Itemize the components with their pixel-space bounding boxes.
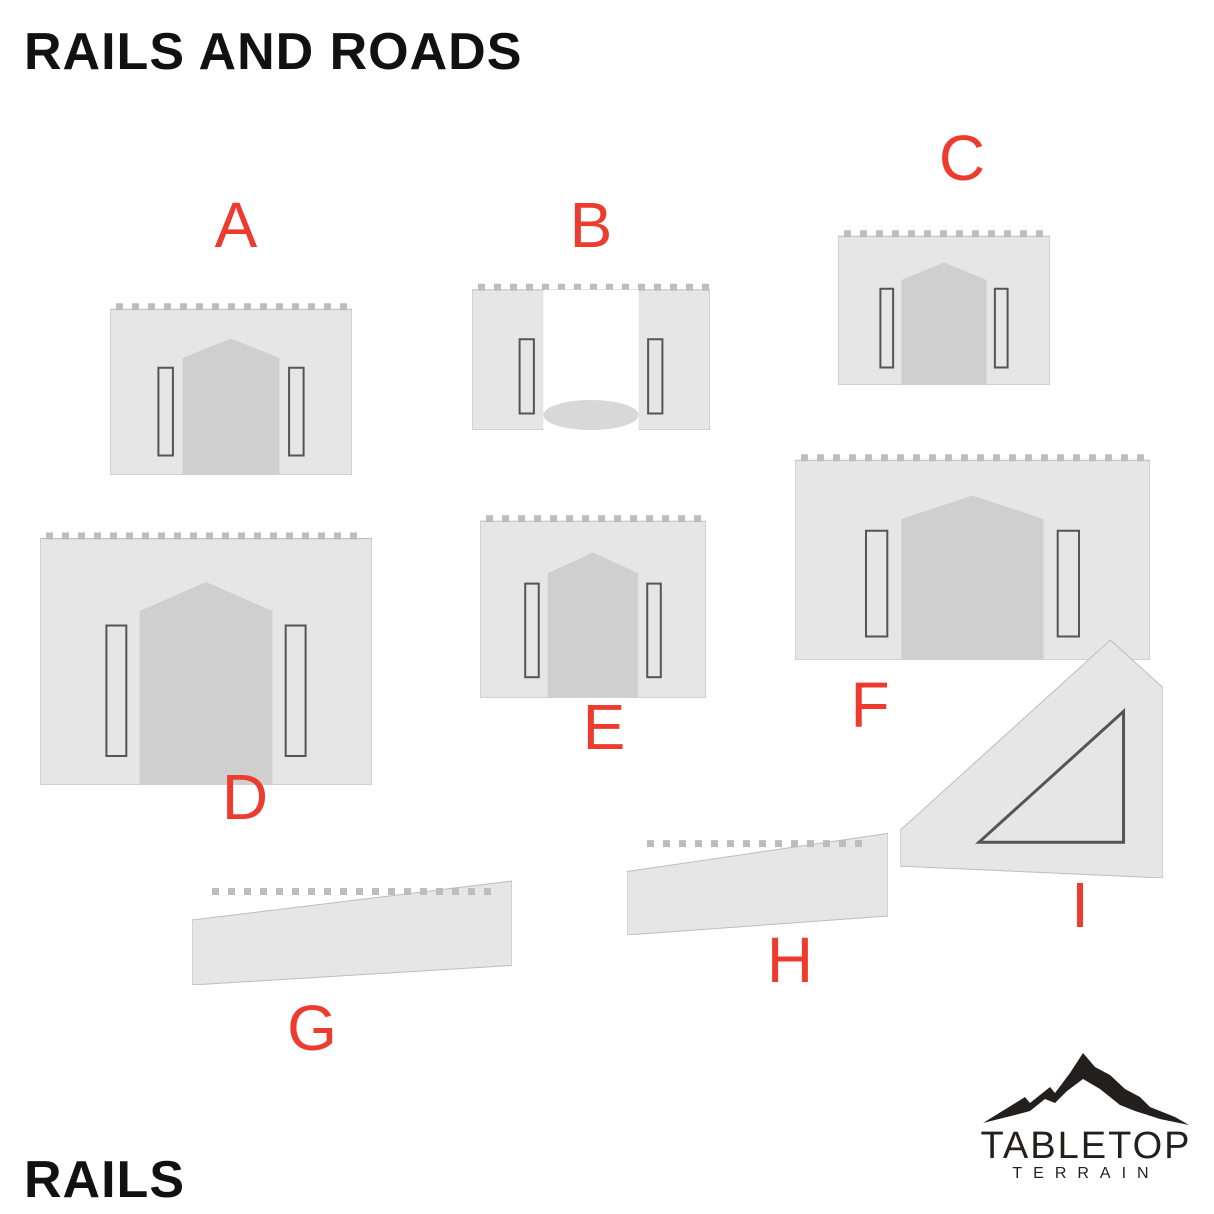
model-f-junction-arch: [794, 425, 1151, 661]
label-d: D: [221, 761, 269, 833]
tabletop-terrain-logo: TABLETOP TERRAIN: [975, 1045, 1197, 1185]
model-i-ramp-rail: [899, 639, 1164, 879]
label-f: F: [850, 669, 890, 741]
label-c: C: [938, 122, 986, 194]
label-g: G: [287, 992, 337, 1064]
logo-sub: TERRAIN: [1012, 1165, 1160, 1182]
model-e-arch: [479, 490, 707, 699]
page-title: RAILS AND ROADS: [24, 23, 523, 81]
logo-brand: TABLETOP: [980, 1125, 1192, 1167]
mountain-icon: [983, 1053, 1189, 1125]
model-c-arch: [837, 210, 1051, 386]
page-subtitle: RAILS: [24, 1151, 185, 1209]
model-d-crossing-arch: [39, 495, 373, 786]
label-b: B: [569, 189, 613, 261]
label-h: H: [766, 924, 814, 996]
label-e: E: [582, 691, 626, 763]
label-i: I: [1071, 869, 1089, 941]
model-b-ruined-arch: [471, 265, 711, 431]
label-a: A: [214, 189, 258, 261]
model-g-curved-rail: [191, 855, 513, 986]
model-h-straight-rail: [626, 808, 889, 936]
model-a-arch: [109, 280, 353, 476]
